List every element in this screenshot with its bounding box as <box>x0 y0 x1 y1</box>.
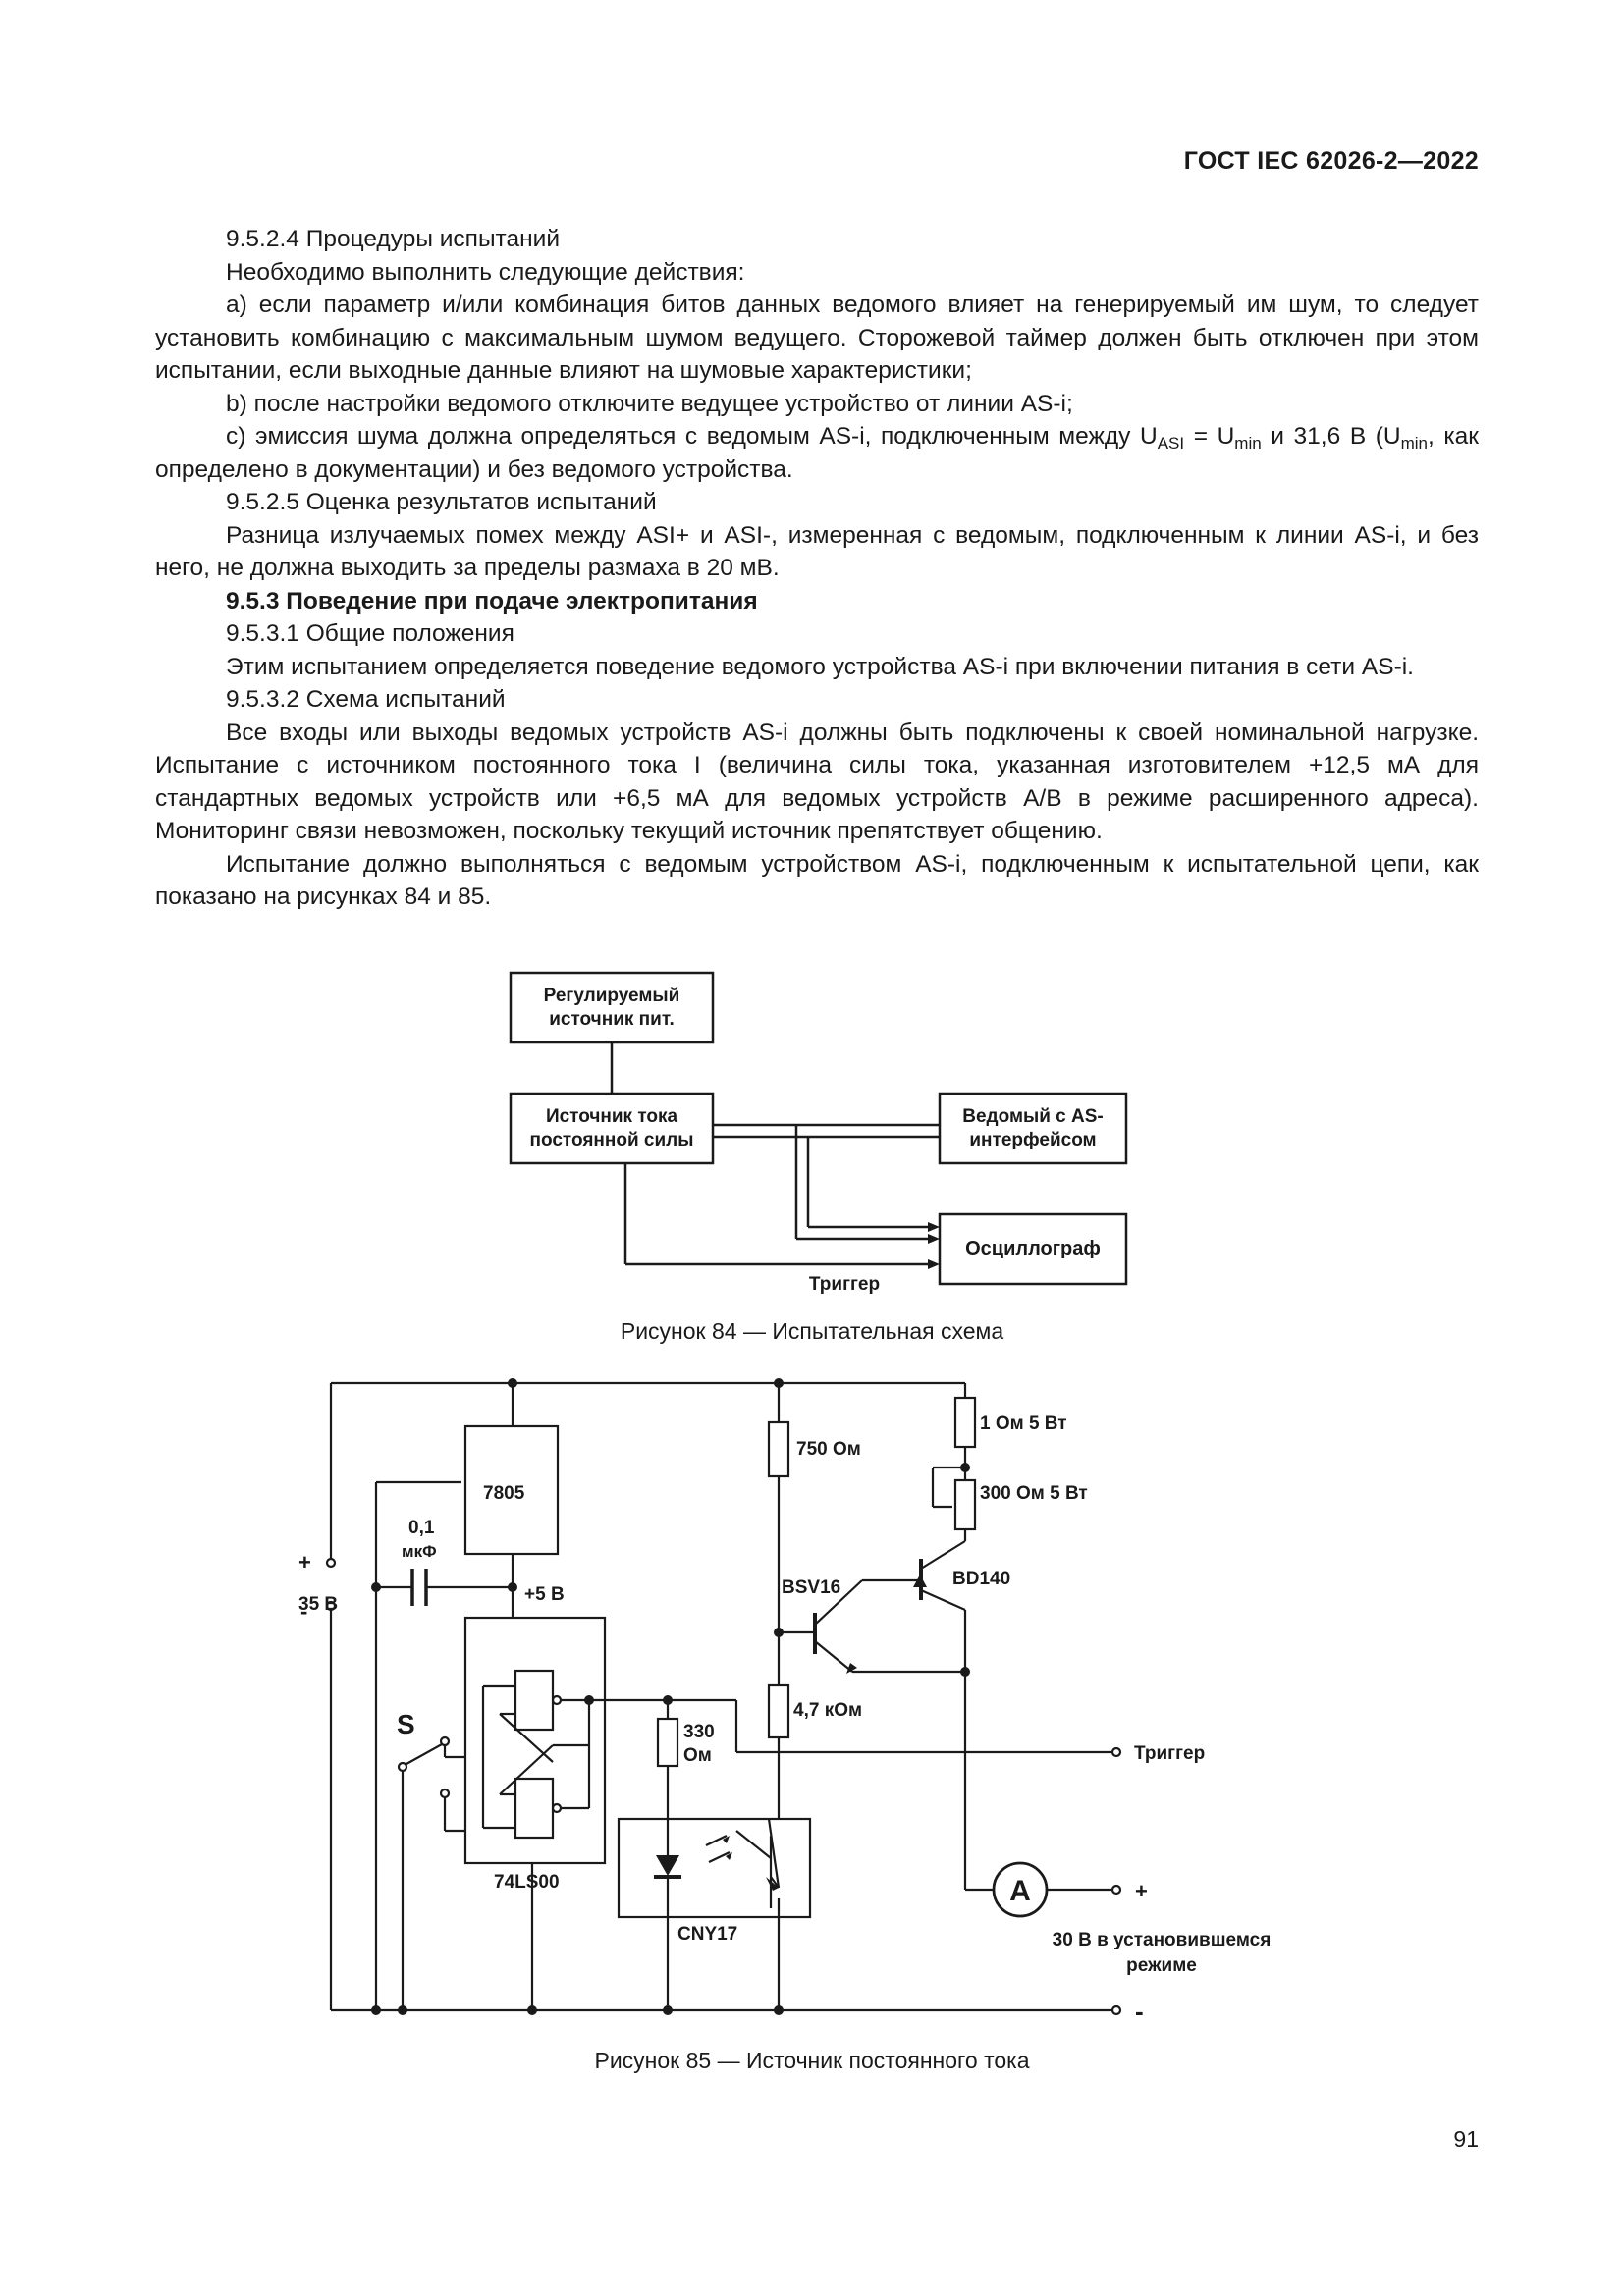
trigger-label: Триггер <box>809 1274 880 1295</box>
current-source-label-line1: Источник тока <box>546 1106 678 1127</box>
optocoupler-cny17 <box>617 1817 812 1919</box>
paragraph: Необходимо выполнить следующие действия: <box>226 258 745 286</box>
slave-label-line2: интерфейсом <box>969 1130 1096 1150</box>
slave-box <box>938 1092 1128 1165</box>
output-minus: - <box>1135 1997 1144 2026</box>
paragraph: 9.5.2.4 Процедуры испытаний <box>226 226 561 252</box>
logic-ic-label: 74LS00 <box>494 1872 560 1893</box>
paragraph: c) эмиссия шума должна определяться с ве… <box>155 423 1480 483</box>
section-heading: 9.5.3 Поведение при подаче электропитани… <box>226 587 758 614</box>
resistor-330-value: 330 <box>683 1722 715 1742</box>
transistor-bsv16-label: BSV16 <box>782 1577 840 1598</box>
slave-label-line1: Ведомый с AS- <box>962 1106 1104 1127</box>
ammeter-label: A <box>1009 1875 1031 1907</box>
document-code: ГОСТ IEC 62026-2—2022 <box>1183 147 1479 175</box>
current-source-schematic: 7805 0,1 мкФ +5 В + - 35 В S 74LS00 330 … <box>298 1378 1272 2026</box>
current-source-label-line2: постоянной силы <box>530 1130 694 1150</box>
page-number: 91 <box>1453 2126 1479 2152</box>
paragraph: b) после настройки ведомого отключите ве… <box>226 390 1073 417</box>
paragraph: Разница излучаемых помех между ASI+ и AS… <box>155 521 1479 582</box>
paragraph: Испытание должно выполняться с ведомым у… <box>155 850 1479 911</box>
paragraph: 9.5.3.2 Схема испытаний <box>226 686 506 713</box>
resistor-4k7-label: 4,7 кОм <box>793 1700 862 1721</box>
supply-voltage: 35 В <box>298 1594 338 1615</box>
supply-minus: - <box>300 1599 307 1624</box>
resistor-1ohm-label: 1 Ом 5 Вт <box>980 1414 1067 1434</box>
capacitor-unit: мкФ <box>402 1542 437 1561</box>
figure-84-caption: Рисунок 84 — Испытательная схема <box>620 1318 1004 1344</box>
figure-85-caption: Рисунок 85 — Источник постоянного тока <box>594 2048 1030 2073</box>
supply-label-line2: источник пит. <box>549 1009 674 1030</box>
trigger-output-label: Триггер <box>1134 1743 1205 1764</box>
supply-plus: + <box>298 1550 311 1575</box>
oscilloscope-label: Осциллограф <box>965 1238 1101 1259</box>
capacitor-value: 0,1 <box>408 1518 435 1538</box>
output-voltage-line1: 30 В в установившемся <box>1053 1930 1272 1950</box>
paragraph: 9.5.3.1 Общие положения <box>226 620 514 647</box>
regulator-label: 7805 <box>483 1483 525 1504</box>
supply-label-line1: Регулируемый <box>544 986 680 1006</box>
output-plus: + <box>1135 1879 1148 1903</box>
paragraph: a) если параметр и/или комбинация битов … <box>155 292 1479 384</box>
oscilloscope-box <box>938 1212 1128 1286</box>
resistor-330-unit: Ом <box>683 1745 712 1766</box>
optocoupler-label: CNY17 <box>677 1924 737 1945</box>
paragraph: Этим испытанием определяется поведение в… <box>226 653 1414 680</box>
switch-label: S <box>397 1709 415 1739</box>
transistor-bd140-label: BD140 <box>952 1569 1010 1589</box>
resistor-300-label: 300 Ом 5 Вт <box>980 1483 1088 1504</box>
output-voltage-line2: режиме <box>1126 1955 1197 1976</box>
body-text: 9.5.2.4 Процедуры испытаний Необходимо в… <box>155 223 1479 914</box>
resistor-750-label: 750 Ом <box>796 1439 861 1460</box>
plus5v-label: +5 В <box>524 1584 565 1605</box>
figure-85: 7805 0,1 мкФ +5 В + - 35 В S 74LS00 330 … <box>0 1360 1624 2047</box>
ic-74ls00 <box>463 1616 607 1865</box>
regulated-supply-box <box>509 971 715 1044</box>
paragraph: 9.5.2.5 Оценка результатов испытаний <box>226 489 657 515</box>
test-setup-diagram: Регулируемый источник пит. Источник тока… <box>509 971 1128 1295</box>
figure-84: Регулируемый источник пит. Источник тока… <box>0 962 1624 1315</box>
paragraph: Все входы или выходы ведомых устройств A… <box>155 719 1479 845</box>
current-source-box <box>509 1092 715 1165</box>
